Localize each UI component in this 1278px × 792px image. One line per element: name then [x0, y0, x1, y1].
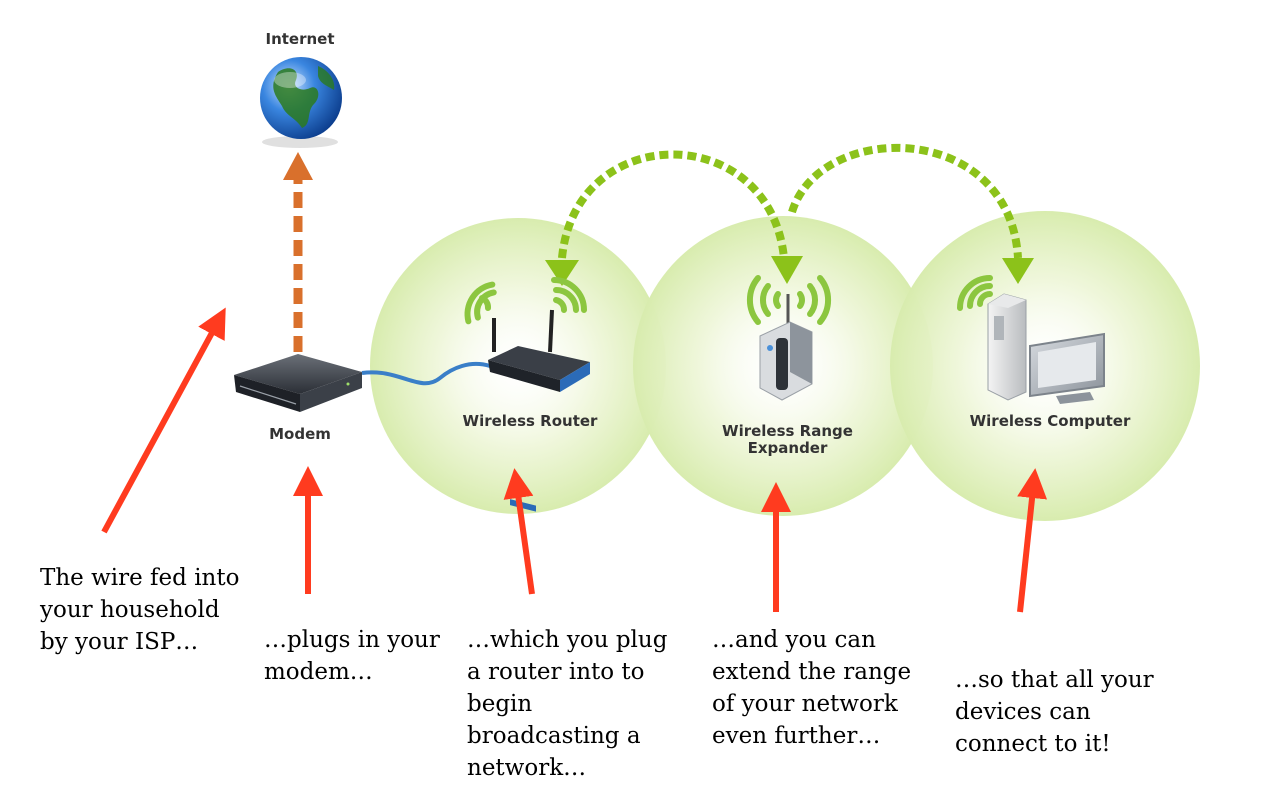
expander-label-line2: Expander	[747, 439, 828, 457]
internet-label: Internet	[265, 30, 335, 48]
caption-line: even further…	[712, 723, 881, 749]
computer-label: Wireless Computer	[969, 412, 1131, 430]
computer-icon	[987, 293, 1105, 404]
arrowhead-router-icon	[545, 260, 579, 286]
expander-label-line1: Wireless Range	[722, 422, 853, 440]
caption-isp: The wire fed into your household by your…	[40, 562, 239, 658]
red-pointer-arrows	[101, 307, 1048, 613]
modem-icon	[234, 354, 362, 412]
caption-router: …which you plug a router into to begin b…	[467, 624, 667, 784]
globe-icon	[260, 57, 342, 148]
caption-line: …plugs in your	[264, 627, 440, 653]
modem-to-internet-arrow	[283, 152, 313, 352]
caption-computer: …so that all your devices can connect to…	[955, 664, 1154, 760]
caption-modem: …plugs in your modem…	[264, 624, 440, 688]
caption-line: extend the range	[712, 659, 912, 685]
caption-line: broadcasting a	[467, 723, 641, 749]
caption-line: connect to it!	[955, 731, 1111, 757]
dotted-link-router-expander	[558, 150, 788, 259]
router-label: Wireless Router	[462, 412, 598, 430]
pointer-router-arrow	[503, 468, 535, 595]
caption-line: …and you can	[712, 627, 876, 653]
caption-line: …so that all your	[955, 667, 1154, 693]
caption-line: by your ISP…	[40, 629, 199, 655]
wifi-signal-icon	[957, 275, 993, 311]
caption-line: devices can	[955, 699, 1091, 725]
caption-line: …which you plug	[467, 627, 668, 653]
range-expander-icon	[759, 294, 813, 401]
caption-line: The wire fed into	[40, 565, 240, 591]
caption-line: begin	[467, 691, 533, 717]
caption-line: of your network	[712, 691, 898, 717]
pointer-computer-arrow	[1017, 468, 1048, 613]
caption-line: modem…	[264, 659, 373, 685]
pointer-isp-arrow	[101, 307, 226, 534]
arrowhead-expander-icon	[771, 256, 803, 284]
dotted-link-expander-computer	[788, 144, 1022, 259]
caption-line: network…	[467, 755, 587, 781]
modem-router-cable	[361, 361, 491, 386]
caption-line: a router into to	[467, 659, 645, 685]
expander-label: Wireless Range Expander	[700, 423, 875, 457]
wifi-signal-icon	[464, 277, 587, 325]
modem-label: Modem	[269, 425, 331, 443]
wifi-signal-icon	[746, 275, 832, 325]
caption-expander: …and you can extend the range of your ne…	[712, 624, 911, 752]
arrowhead-computer-icon	[1002, 258, 1034, 284]
caption-line: your household	[40, 597, 220, 623]
